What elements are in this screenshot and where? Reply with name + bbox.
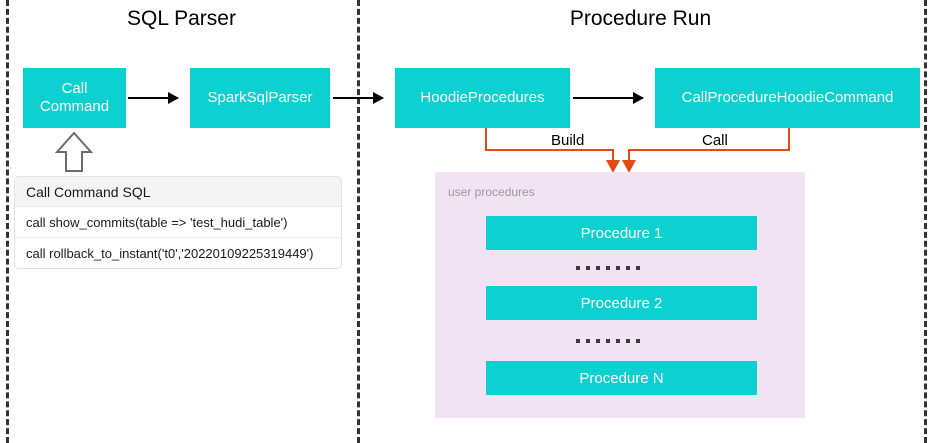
sql-table-header: Call Command SQL: [15, 177, 341, 207]
procedure-box-2-label: Procedure 2: [580, 294, 663, 312]
section-title-procedure-run: Procedure Run: [569, 7, 712, 30]
procedure-box-1-label: Procedure 1: [580, 224, 663, 242]
node-call-command-line2: Command: [39, 98, 110, 115]
divider-middle: [357, 0, 360, 443]
divider-left: [6, 0, 9, 443]
call-connector-vertical-right: [788, 128, 790, 151]
node-call-command-label: Call Command: [40, 80, 109, 115]
node-call-command-line1: Call: [61, 80, 88, 98]
node-hoodie-procedures[interactable]: HoodieProcedures: [395, 68, 570, 128]
call-command-sql-table: Call Command SQL call show_commits(table…: [14, 176, 342, 269]
call-connector-label: Call: [697, 133, 733, 148]
procedure-box-2[interactable]: Procedure 2: [486, 286, 757, 320]
build-connector-vertical-left: [485, 128, 487, 151]
ellipsis-separator-2: [576, 339, 640, 343]
section-title-sql-parser: SQL Parser: [127, 7, 236, 30]
build-connector-label: Build: [546, 133, 590, 148]
node-spark-sql-parser-label: SparkSqlParser: [207, 89, 313, 107]
arrow-call-command-to-spark-sql-parser: [128, 92, 179, 104]
build-connector-horizontal: [485, 149, 614, 151]
sql-table-row[interactable]: call rollback_to_instant('t0','202201092…: [15, 238, 341, 268]
block-arrow-up-icon: [54, 131, 94, 173]
node-spark-sql-parser[interactable]: SparkSqlParser: [190, 68, 330, 128]
procedure-box-n-label: Procedure N: [579, 369, 664, 387]
procedure-box-1[interactable]: Procedure 1: [486, 216, 757, 250]
node-hoodie-procedures-label: HoodieProcedures: [420, 89, 545, 107]
procedure-box-n[interactable]: Procedure N: [486, 361, 757, 395]
user-procedures-panel-label: user procedures: [448, 185, 535, 199]
build-arrowhead-icon: [606, 160, 620, 173]
node-call-procedure-hoodie-command[interactable]: CallProcedureHoodieCommand: [655, 68, 920, 128]
node-call-procedure-hoodie-command-label: CallProcedureHoodieCommand: [681, 89, 894, 107]
divider-right: [924, 0, 927, 443]
node-call-command[interactable]: Call Command: [23, 68, 126, 128]
arrow-spark-sql-parser-to-hoodie-procedures: [333, 92, 384, 104]
build-connector-vertical-down: [612, 149, 614, 163]
arrow-hoodie-procedures-to-call-procedure-hoodie-command: [573, 92, 644, 104]
call-arrowhead-icon: [622, 160, 636, 173]
ellipsis-separator-1: [576, 266, 640, 270]
call-connector-vertical-down: [628, 149, 630, 163]
sql-table-row[interactable]: call show_commits(table => 'test_hudi_ta…: [15, 207, 341, 238]
call-connector-horizontal: [628, 149, 790, 151]
